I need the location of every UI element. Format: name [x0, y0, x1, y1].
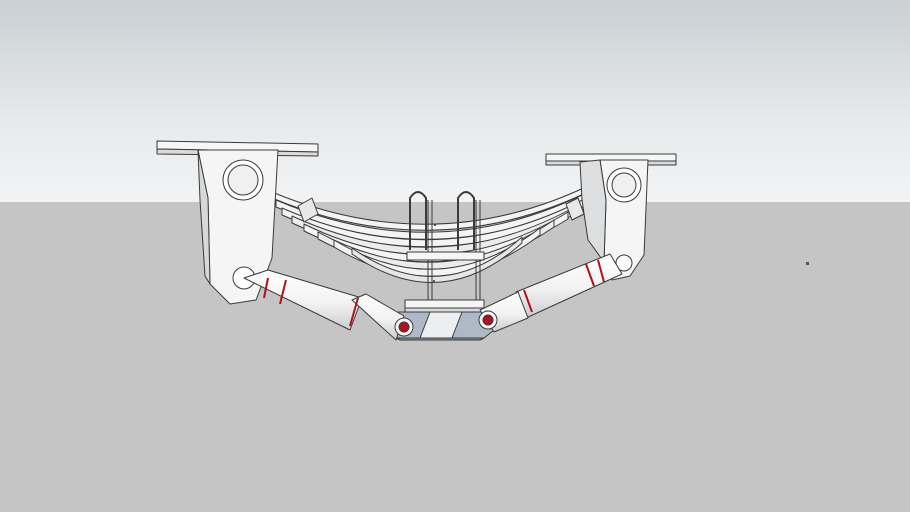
- sky-background: [0, 0, 910, 202]
- spring-clip-left: [297, 197, 319, 223]
- right-damper[interactable]: [478, 253, 623, 333]
- center-guide-point-icon: [433, 280, 435, 282]
- left-damper[interactable]: [243, 269, 414, 341]
- left-hanger-bracket[interactable]: [197, 149, 279, 305]
- axle-block[interactable]: [391, 311, 495, 341]
- guide-point-icon: [806, 262, 809, 265]
- leaf-spring[interactable]: [271, 179, 601, 283]
- right-hanger-bracket[interactable]: [579, 159, 649, 281]
- top-guide-point-icon: [434, 224, 436, 226]
- u-bolt-clamp[interactable]: [404, 191, 485, 313]
